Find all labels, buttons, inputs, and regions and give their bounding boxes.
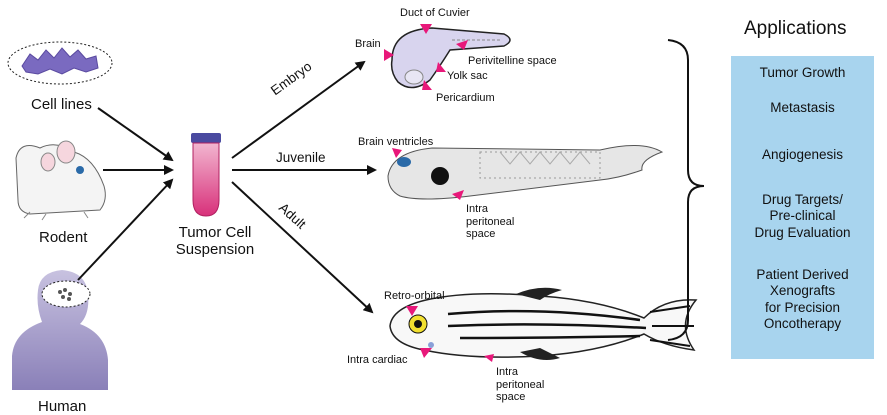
applications-title: Applications [744,18,846,40]
app-tumor-growth: Tumor Growth [731,65,874,81]
yolk-sac-label: Yolk sac [447,70,488,83]
juvenile-ip-label: Intra peritoneal space [466,203,514,241]
perivitelline-label: Perivitelline space [468,55,557,68]
juvenile-route-label: Juvenile [276,150,326,166]
app-line: Drug Targets/ [731,192,874,208]
juvenile-ip-line-3: space [466,228,514,241]
human-label: Human [38,398,86,415]
app-line: Xenografts [731,283,874,299]
bracket [668,40,704,340]
juvenile-fish-icon [388,145,662,199]
app-line: for Precision [731,300,874,316]
app-line: Pre-clinical [731,208,874,224]
suspension-line-2: Suspension [173,241,257,258]
app-line: Drug Evaluation [731,225,874,241]
human-icon [12,270,108,390]
brain-ventricles-label: Brain ventricles [358,136,433,149]
applications-box: Tumor Growth Metastasis Angiogenesis Dru… [731,56,874,359]
app-line: Tumor Growth [731,65,874,81]
app-drug-targets: Drug Targets/ Pre-clinical Drug Evaluati… [731,192,874,241]
tumor-cell-tube-icon [191,133,221,216]
adult-ip-line-2: peritoneal [496,379,544,392]
duct-of-cuvier-label: Duct of Cuvier [400,7,470,20]
rodent-label: Rodent [39,229,87,246]
cell-lines-dish-icon [8,42,112,84]
rodent-icon [16,141,105,220]
suspension-line-1: Tumor Cell [173,224,257,241]
adult-ip-line-3: space [496,391,544,404]
app-line: Metastasis [731,100,874,116]
adult-ip-label: Intra peritoneal space [496,366,544,404]
adult-ip-line-1: Intra [496,366,544,379]
arrow-cell-lines [98,108,172,160]
app-line: Oncotherapy [731,316,874,332]
app-angiogenesis: Angiogenesis [731,147,874,163]
pericardium-label: Pericardium [436,92,495,105]
ventricles-pointer-icon [392,148,402,158]
cell-lines-label: Cell lines [31,96,92,113]
cardiac-pointer-icon [420,348,432,358]
app-patient-derived: Patient Derived Xenografts for Precision… [731,267,874,333]
app-line: Angiogenesis [731,147,874,163]
brain-label: Brain [355,38,381,51]
intra-cardiac-label: Intra cardiac [347,354,408,367]
juvenile-ip-line-2: peritoneal [466,216,514,229]
suspension-label: Tumor Cell Suspension [173,224,257,259]
app-line: Patient Derived [731,267,874,283]
app-metastasis: Metastasis [731,100,874,116]
juvenile-ip-line-1: Intra [466,203,514,216]
retro-orbital-label: Retro-orbital [384,290,445,303]
